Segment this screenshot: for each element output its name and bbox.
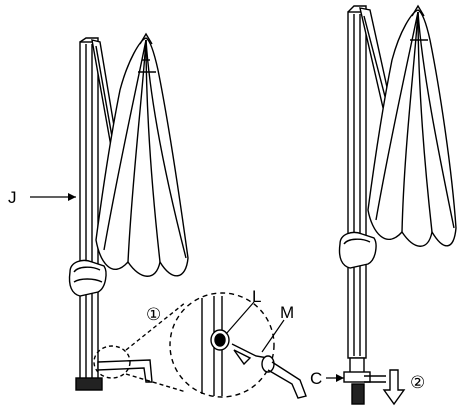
label-c: C (310, 369, 344, 388)
left-umbrella (68, 32, 189, 391)
right-pole (347, 5, 367, 359)
right-down-arrow (382, 369, 406, 406)
label-j: J (8, 188, 76, 207)
label-c-text: C (310, 369, 322, 388)
right-crank-housing (338, 231, 377, 269)
right-umbrella (338, 4, 457, 406)
label-l-text: L (252, 287, 261, 306)
label-j-text: J (8, 188, 17, 207)
left-crank-handle (97, 359, 153, 383)
label-m: M (261, 303, 294, 353)
right-base-connector (343, 357, 386, 405)
left-crank-housing (68, 259, 107, 297)
left-detail-marker (93, 345, 131, 379)
left-pole (75, 37, 103, 391)
detail-view (125, 292, 307, 399)
right-canopy (367, 4, 457, 247)
label-m-text: M (280, 303, 294, 322)
detail-crank-m (231, 343, 307, 399)
label-step-2: ② (410, 373, 425, 393)
detail-hole-l (210, 329, 230, 351)
label-step-1: ① (146, 305, 161, 325)
left-canopy (95, 32, 189, 277)
label-l: L (225, 287, 261, 335)
